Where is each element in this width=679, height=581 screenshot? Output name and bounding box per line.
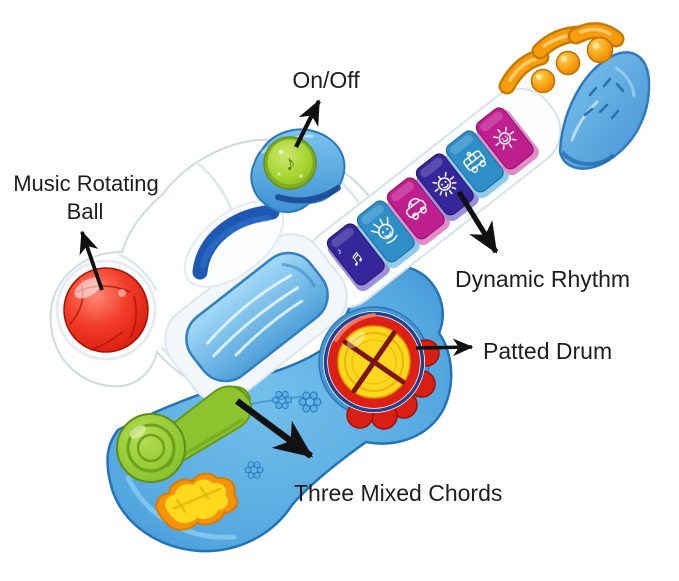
key-hedgehog (356, 200, 420, 269)
bridge-streaks (206, 274, 304, 358)
annotation-arrows (79, 99, 499, 459)
svg-text:♪: ♪ (334, 246, 344, 257)
dynamic-rhythm-keys: ♬ ♪ (326, 107, 539, 292)
music-ball-arrow (79, 230, 104, 291)
key-lion (415, 153, 479, 222)
flower-icon (298, 391, 322, 413)
on-off-button: ♪ (263, 136, 317, 190)
crescent (567, 22, 625, 48)
headstock-ticks (583, 77, 625, 120)
three-mixed-chords-label: Three Mixed Chords (294, 480, 502, 506)
music-rotating-ball (55, 259, 157, 361)
music-rotating-ball-label-line2: Ball (67, 199, 104, 224)
annotation-labels: On/Off Music Rotating Ball Dynamic Rhyth… (13, 67, 630, 506)
patted-drum-label: Patted Drum (483, 338, 612, 364)
bead (530, 68, 556, 94)
bead (555, 50, 581, 76)
headstock (558, 51, 651, 170)
lion-icon (432, 171, 457, 197)
drum-cross (342, 330, 406, 394)
dynamic-rhythm-label: Dynamic Rhythm (455, 266, 630, 292)
bus-icon (463, 150, 487, 173)
music-rotating-ball-label-line1: Music Rotating (13, 171, 159, 196)
patted-drum (318, 306, 440, 430)
lever-knob (116, 413, 186, 483)
bead (586, 36, 614, 64)
tuning-beads (530, 36, 614, 94)
patted-drum-arrow (415, 338, 474, 357)
sun-icon (493, 126, 517, 151)
key-sun (475, 107, 539, 176)
flower-icon (244, 461, 264, 479)
guitar-shaped-button (155, 472, 238, 531)
on-off-arrow (294, 99, 321, 148)
tuning-crescents (498, 22, 625, 95)
headstock-shine (614, 66, 636, 98)
sound-hole (183, 200, 285, 288)
three-chords-arrow (235, 398, 314, 459)
dynamic-rhythm-arrow (456, 190, 499, 254)
key-car (386, 177, 450, 246)
car-icon (405, 197, 427, 220)
key-treble-clef: ♬ ♪ (326, 223, 390, 292)
headstock-shine (570, 100, 599, 142)
on-off-label: On/Off (292, 67, 360, 93)
key-bus (445, 130, 509, 199)
flower-icon (272, 390, 292, 410)
three-chords-lever (116, 385, 253, 483)
hedgehog-icon (370, 216, 398, 244)
headstock-shadow (560, 150, 616, 166)
bridge-shadow (281, 262, 317, 288)
